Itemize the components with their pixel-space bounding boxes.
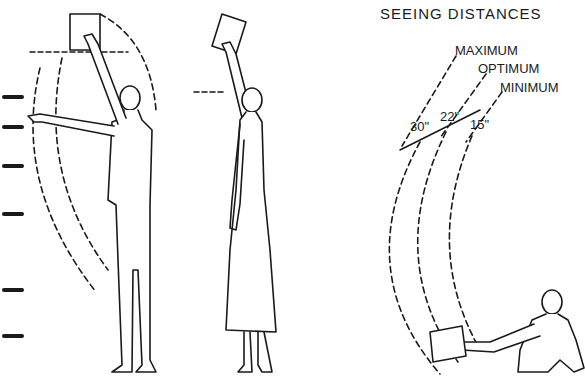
standing-woman: [194, 14, 276, 372]
distance-name: MINIMUM: [500, 81, 559, 94]
distance-name: OPTIMUM: [478, 62, 539, 75]
height-ticks: [4, 97, 22, 336]
standing-man: [28, 14, 156, 372]
kneeling-person: [389, 56, 584, 374]
distance-name: MAXIMUM: [455, 44, 518, 57]
distance-value: 22": [440, 110, 459, 123]
distance-value: 15": [470, 118, 489, 131]
distance-value: 30": [410, 120, 429, 133]
diagram-title: SEEING DISTANCES: [380, 6, 542, 21]
